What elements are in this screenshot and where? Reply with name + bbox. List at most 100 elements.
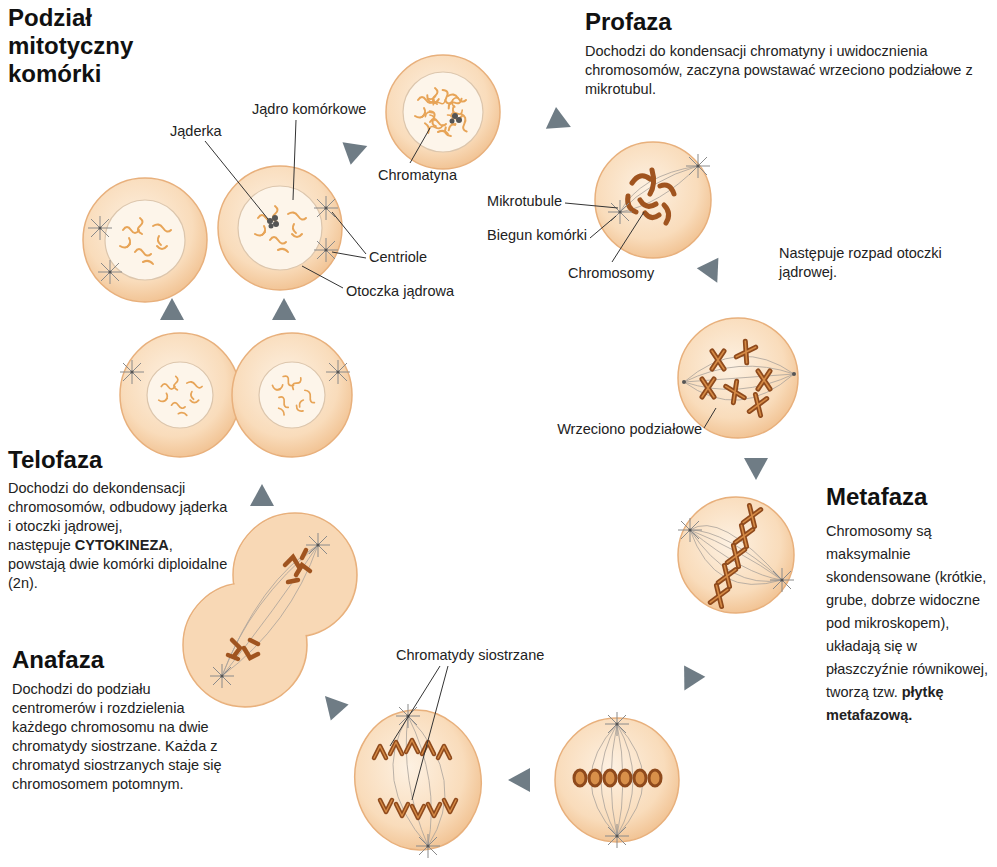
telophase-cell	[210, 664, 234, 688]
metaphase-cell	[690, 526, 782, 585]
interphase-cell	[218, 166, 342, 290]
interphase-cell	[98, 260, 122, 284]
anaphase-cell	[396, 704, 420, 728]
leader-line	[205, 141, 268, 219]
daughter-cell	[147, 362, 213, 428]
description-text: Chromosomy są maksymalnie skondensowane …	[826, 523, 988, 700]
interphase-cell	[272, 215, 278, 221]
interphase-cell	[105, 200, 185, 280]
anaphase-cell	[422, 742, 434, 754]
emphasis-text: CYTOKINEZA	[75, 537, 169, 553]
telophase-cell	[302, 550, 306, 558]
prometaphase-cell	[702, 379, 714, 397]
diagram-title: Podział mitotyczny komórki	[8, 4, 168, 88]
cycle-arrow	[508, 768, 530, 792]
telophase-cell	[250, 640, 258, 644]
metaphase-plate-cell	[605, 712, 629, 736]
daughter-cell	[120, 333, 240, 457]
metaphase-cell	[690, 530, 782, 580]
telophase-cell	[222, 545, 318, 676]
stage-heading: Telofaza	[8, 446, 208, 474]
anaphase-cell	[344, 700, 492, 860]
anaphase-cell	[428, 804, 440, 816]
stage-description: Chromosomy są maksymalnie skondensowane …	[826, 520, 992, 727]
part-label: Centriole	[369, 248, 469, 266]
metaphase-plate-cell	[589, 770, 601, 786]
chromatin-cell	[403, 72, 483, 152]
cycle-arrow	[272, 298, 296, 320]
leader-line	[412, 666, 448, 800]
daughter-cell	[326, 360, 350, 384]
stage-description: Dochodzi do dekondensacji chromosomów, o…	[8, 479, 230, 593]
prophase-cell	[628, 196, 636, 212]
anaphase-cell	[393, 716, 428, 846]
prophase-cell	[620, 166, 698, 212]
telophase-cell	[306, 533, 330, 557]
stage-heading: Profaza	[585, 8, 885, 36]
metaphase-plate-cell	[604, 770, 616, 786]
part-label: Wrzeciono podziałowe	[516, 420, 702, 438]
anaphase-cell	[416, 834, 440, 858]
metaphase-cell	[718, 565, 735, 586]
prophase-cell	[632, 176, 650, 183]
chromatin-cell	[412, 81, 477, 148]
metaphase-cell	[690, 530, 782, 581]
anaphase-cell	[412, 806, 424, 818]
prophase-cell	[620, 166, 698, 212]
telophase-cell	[183, 513, 357, 707]
cycle-arrow	[674, 666, 706, 697]
leader-line	[704, 408, 716, 428]
prometaphase-cell	[726, 381, 744, 402]
cycle-arrow	[546, 107, 576, 138]
metaphase-cell	[678, 497, 794, 613]
daughter-cell	[263, 367, 321, 425]
telophase-cell	[232, 640, 240, 656]
prometaphase-cell	[749, 394, 766, 415]
prometaphase-cell	[712, 351, 724, 369]
telophase-cell	[288, 580, 298, 582]
chromatin-cell	[456, 117, 462, 123]
prophase-cell	[660, 185, 674, 194]
metaphase-plate-cell	[574, 770, 586, 786]
metaphase-cell	[690, 530, 782, 580]
anaphase-cell	[444, 800, 456, 812]
telophase-cell	[222, 545, 318, 676]
daughter-cell	[120, 360, 144, 384]
interphase-cell	[314, 196, 338, 220]
cycle-arrow	[342, 135, 371, 165]
interphase-cell	[83, 178, 207, 302]
stage-note: Następuje rozpad otoczki jądrowej.	[779, 244, 964, 282]
anaphase-cell	[380, 800, 392, 812]
chromatin-cell	[450, 113, 463, 124]
interphase-cell	[269, 224, 274, 229]
anaphase-cell	[396, 804, 408, 816]
metaphase-plate-cell	[619, 770, 631, 786]
anaphase-cell	[438, 746, 450, 758]
interphase-cell	[238, 186, 322, 270]
prometaphase-cell	[792, 372, 796, 376]
anaphase-cell	[344, 700, 492, 860]
leader-line	[612, 212, 644, 262]
daughter-cell	[232, 333, 352, 457]
telophase-cell	[285, 557, 299, 567]
prophase-cell	[608, 200, 632, 224]
metaphase-plate-cell	[649, 770, 661, 786]
anaphase-cell	[408, 716, 431, 846]
metaphase-cell	[678, 518, 702, 542]
cycle-arrow	[744, 458, 768, 480]
stage-heading: Anafaza	[12, 646, 212, 674]
interphase-cell	[267, 215, 279, 229]
stage-description: Dochodzi do kondensacji chromatyny i uwi…	[585, 42, 990, 99]
prophase-cell	[595, 142, 711, 258]
part-label: Biegun komórki	[445, 226, 587, 244]
leader-line	[390, 666, 440, 746]
part-label: Otoczka jądrowa	[346, 282, 496, 300]
metaphase-plate-cell	[601, 724, 617, 836]
leader-line	[293, 120, 296, 200]
prometaphase-cell	[678, 318, 798, 438]
daughter-cell	[120, 333, 240, 457]
part-label: Mikrotubule	[440, 192, 562, 210]
part-label: Chromosomy	[568, 264, 678, 282]
daughter-cell	[232, 333, 352, 457]
